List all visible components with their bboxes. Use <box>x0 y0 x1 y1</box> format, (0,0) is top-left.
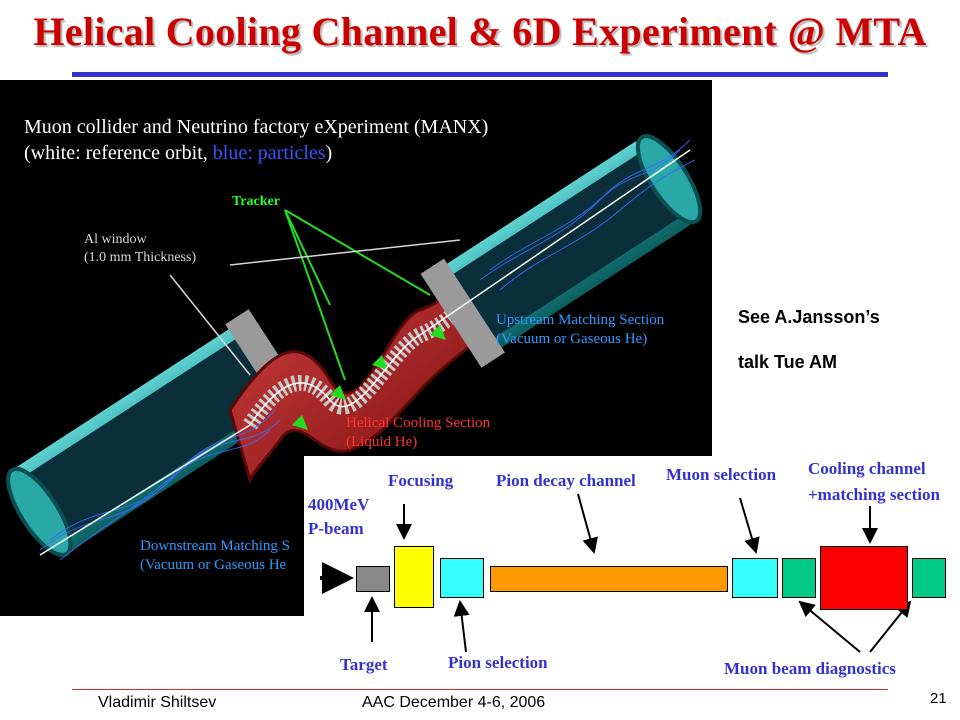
pion-selection-magnet <box>440 558 484 598</box>
side-note-line2: talk Tue AM <box>738 352 838 372</box>
upstream-medium-label: (Vacuum or Gaseous He) <box>496 331 648 347</box>
cooling-channel <box>820 546 908 610</box>
caption-blue-part: blue: particles <box>212 142 326 164</box>
muon-diagnostic-upstream <box>782 558 816 598</box>
al-window-thickness-label: (1.0 mm Thickness) <box>84 250 197 265</box>
focusing-label: Focusing <box>388 471 454 490</box>
matching-section-label: +matching section <box>808 485 940 504</box>
upstream-label: Upstream Matching Section <box>496 312 665 328</box>
page-number: 21 <box>930 690 947 707</box>
tracker-label: Tracker <box>232 194 280 209</box>
downstream-label: Downstream Matching S <box>140 538 290 554</box>
p-beam-energy-label: 400MeV <box>308 495 370 514</box>
downstream-tube <box>6 309 310 557</box>
muon-beam-diagnostics-label: Muon beam diagnostics <box>724 659 896 678</box>
target-label: Target <box>340 655 388 674</box>
slide-title: Helical Cooling Channel & 6D Experiment … <box>33 9 927 54</box>
sim-caption-line1: Muon collider and Neutrino factory eXper… <box>24 116 489 138</box>
beamline-arrows <box>320 493 912 653</box>
muon-diagnostic-downstream <box>912 558 946 598</box>
sim-caption-line2: (white: reference orbit, blue: particles… <box>24 142 332 165</box>
footer-rule <box>72 689 888 690</box>
p-beam-label: P-beam <box>308 519 364 538</box>
tracker-arrows <box>284 209 431 381</box>
target-block <box>356 566 390 592</box>
pion-decay-label: Pion decay channel <box>496 471 636 490</box>
particle-tracks <box>39 139 696 561</box>
pion-selection-label: Pion selection <box>448 653 548 672</box>
helical-medium-label: (Liquid He) <box>346 434 418 450</box>
caption-white-part: (white: reference orbit, <box>24 142 213 164</box>
muon-selection-label: Muon selection <box>666 465 777 484</box>
focusing-magnet <box>394 546 434 608</box>
muon-selection-magnet <box>732 558 778 598</box>
pion-decay-channel <box>490 566 728 592</box>
footer-author: Vladimir Shiltsev <box>98 694 217 711</box>
manx-cutaway-drawing <box>6 134 703 561</box>
helical-label: Helical Cooling Section <box>346 415 491 431</box>
title-rule <box>72 72 888 77</box>
downstream-medium-label: (Vacuum or Gaseous He <box>140 557 287 573</box>
beamline-diagram: 400MeV P-beam Focusing Pion decay channe… <box>304 456 960 688</box>
window-arrows <box>169 239 461 376</box>
caption-close-paren: ) <box>325 142 333 164</box>
side-note-line1: See A.Jansson’s <box>738 307 880 327</box>
cooling-channel-label: Cooling channel <box>808 459 926 478</box>
footer-conference: AAC December 4-6, 2006 <box>362 694 546 711</box>
al-window-label: Al window <box>84 232 147 247</box>
